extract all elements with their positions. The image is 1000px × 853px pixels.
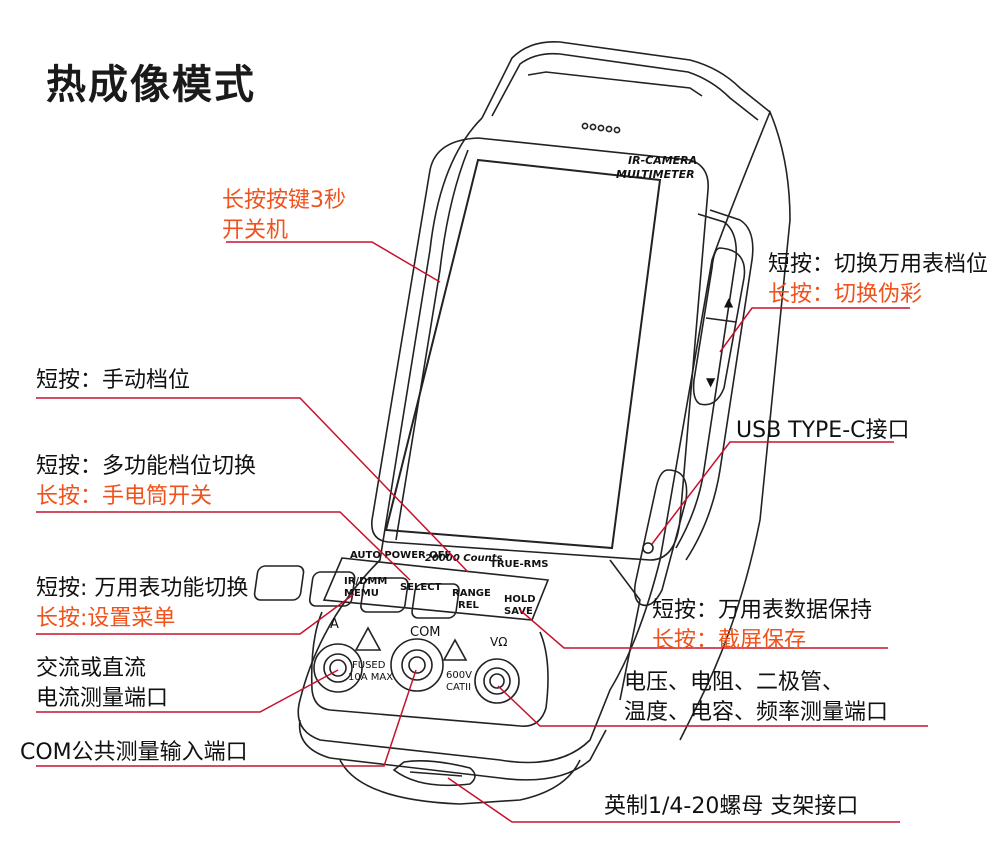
callout-com: COM公共测量输入端口 bbox=[20, 738, 248, 768]
callout-tripod-text: 英制1/4-20螺母 支架接口 bbox=[604, 794, 859, 819]
callout-voltage: 电压、电阻、二极管、 温度、电容、频率测量端口 bbox=[624, 668, 888, 728]
usb-cover bbox=[633, 469, 688, 607]
port-com-label: COM bbox=[410, 625, 441, 640]
callout-func: 短按: 万用表功能切换 长按:设置菜单 bbox=[36, 574, 248, 634]
top-bumper bbox=[481, 41, 771, 119]
leader-func bbox=[36, 593, 355, 635]
leader-current bbox=[36, 669, 339, 713]
strip-counts: 20000 Counts bbox=[425, 553, 502, 564]
btn4-top: HOLD bbox=[504, 594, 536, 605]
volt-label: 600V bbox=[446, 670, 472, 681]
callout-voltage-line1: 电压、电阻、二极管、 bbox=[624, 670, 845, 695]
strip-auto: AUTO POWER OFF bbox=[350, 550, 451, 561]
leader-manual bbox=[36, 397, 469, 573]
device-body bbox=[297, 109, 791, 764]
btn1-top: IR/DMM bbox=[344, 576, 387, 587]
rocker-up-icon: ▲ bbox=[724, 295, 734, 309]
callout-usb: USB TYPE-C接口 bbox=[736, 416, 910, 446]
leader-hold bbox=[519, 609, 888, 649]
tripod-socket bbox=[392, 760, 476, 787]
callout-switch-short: 短按：切换万用表档位 bbox=[768, 252, 989, 277]
callout-usb-text: USB TYPE-C接口 bbox=[736, 418, 910, 443]
callout-tripod: 英制1/4-20螺母 支架接口 bbox=[604, 792, 858, 822]
callout-func-long: 长按:设置菜单 bbox=[36, 606, 176, 631]
btn4-bottom: SAVE bbox=[504, 606, 533, 617]
callout-voltage-line2: 温度、电容、频率测量端口 bbox=[624, 700, 889, 725]
leader-switch bbox=[719, 307, 910, 353]
callout-multi-long: 长按：手电筒开关 bbox=[36, 484, 213, 509]
port-panel bbox=[310, 611, 549, 727]
callout-multi-short: 短按：多功能档位切换 bbox=[36, 454, 257, 479]
cat-label: CATII bbox=[446, 682, 471, 693]
usb-port bbox=[642, 542, 654, 554]
callout-current-line1: 交流或直流 bbox=[36, 656, 147, 681]
btn-range bbox=[360, 577, 409, 613]
btn1-bottom: MEMU bbox=[344, 588, 379, 599]
rocker-down-icon: ▼ bbox=[706, 375, 716, 389]
page-title: 热成像模式 bbox=[46, 62, 256, 108]
leader-voltage bbox=[497, 685, 928, 727]
callout-current: 交流或直流 电流测量端口 bbox=[36, 654, 168, 714]
callout-power-line1: 长按按键3秒 bbox=[222, 188, 346, 213]
screen-bezel bbox=[371, 137, 709, 561]
callout-func-short: 短按: 万用表功能切换 bbox=[36, 576, 249, 601]
port-a bbox=[313, 643, 363, 693]
callout-power-line2: 开关机 bbox=[222, 218, 289, 243]
callout-power: 长按按键3秒 开关机 bbox=[222, 186, 346, 246]
port-com bbox=[390, 638, 444, 692]
leader-usb bbox=[651, 441, 894, 545]
screen bbox=[384, 158, 662, 550]
bottom-bumper bbox=[298, 719, 607, 781]
leader-com bbox=[36, 669, 417, 767]
callout-hold: 短按：万用表数据保持 长按：截屏保存 bbox=[652, 596, 872, 656]
strip-rms: TRUE-RMS bbox=[490, 559, 548, 570]
btn-ir-dmm bbox=[253, 565, 305, 601]
btn-select bbox=[308, 571, 356, 607]
leader-power bbox=[226, 241, 441, 283]
callout-manual-short: 短按：手动档位 bbox=[36, 368, 191, 393]
port-a-label: A bbox=[330, 617, 339, 632]
leader-multi bbox=[36, 511, 411, 581]
speaker-dot bbox=[581, 122, 589, 130]
port-v bbox=[474, 658, 520, 704]
fused-label: FUSED bbox=[352, 660, 386, 671]
max-label: 10A MAX bbox=[348, 672, 393, 683]
callout-switch: 短按：切换万用表档位 长按：切换伪彩 bbox=[768, 250, 988, 310]
callout-multi: 短按：多功能档位切换 长按：手电筒开关 bbox=[36, 452, 256, 512]
callout-switch-long: 长按：切换伪彩 bbox=[768, 282, 923, 307]
btn2-top: SELECT bbox=[400, 582, 442, 593]
callout-hold-short: 短按：万用表数据保持 bbox=[652, 598, 873, 623]
btn3-bottom: REL bbox=[458, 600, 480, 611]
callout-hold-long: 长按：截屏保存 bbox=[652, 628, 807, 653]
leader-tripod bbox=[447, 777, 900, 823]
port-v-label: VΩ bbox=[490, 635, 507, 649]
callout-current-line2: 电流测量端口 bbox=[36, 686, 169, 711]
side-rocker bbox=[692, 247, 746, 406]
btn-hold bbox=[411, 583, 460, 619]
callout-com-text: COM公共测量输入端口 bbox=[20, 740, 248, 765]
brand-line2: MULTIMETER bbox=[616, 168, 695, 181]
brand-line1: IR-CAMERA bbox=[628, 154, 697, 167]
callout-manual: 短按：手动档位 bbox=[36, 366, 190, 396]
btn3-top: RANGE bbox=[452, 588, 491, 599]
